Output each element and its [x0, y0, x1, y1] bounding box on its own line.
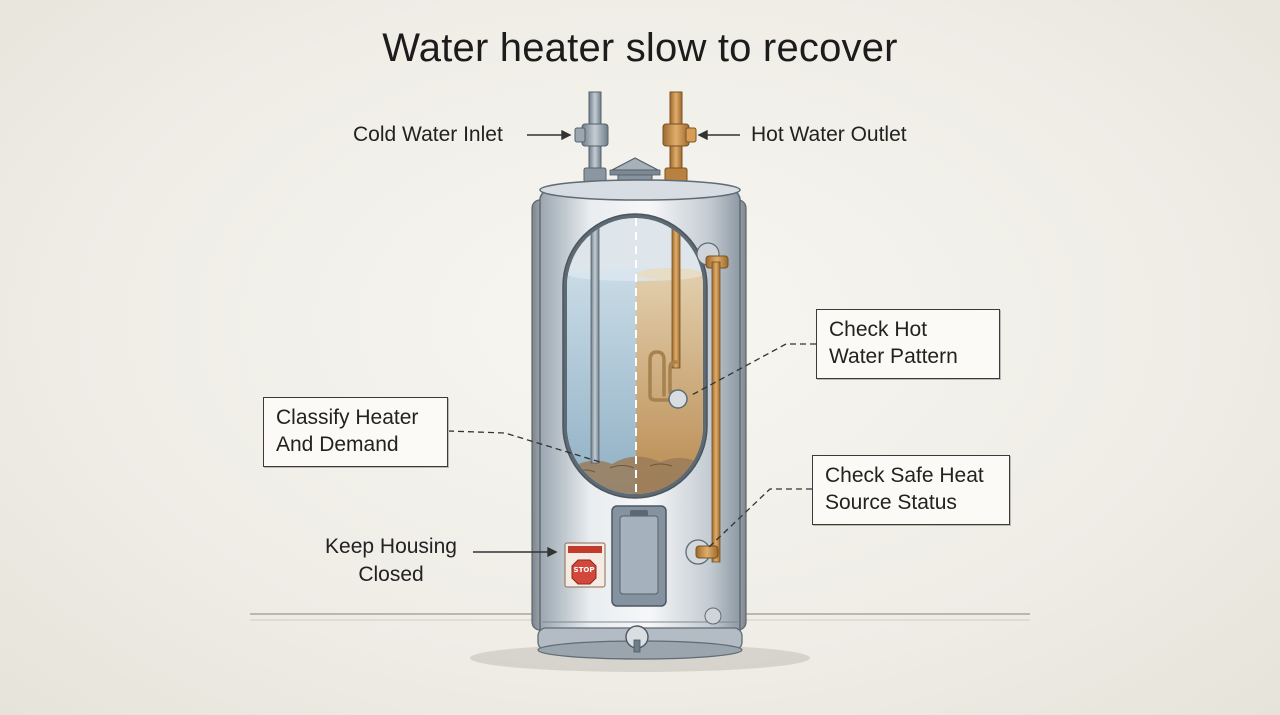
diagram-title: Water heater slow to recover [382, 26, 898, 70]
cold-inlet-label: Cold Water Inlet [353, 123, 503, 146]
hot-outlet-pipe [662, 91, 697, 189]
hot-outlet-arrow [697, 129, 740, 141]
warning-sticker [564, 542, 606, 588]
cold-inlet-pipe [574, 91, 609, 189]
access-panel [611, 505, 667, 607]
keep-housing-arrow [473, 546, 558, 558]
keep-housing-label: Keep Housing Closed [308, 533, 474, 589]
drain-valve [625, 625, 649, 653]
callout-classify-heater: Classify Heater And Demand [263, 397, 448, 467]
heating-element [648, 350, 680, 402]
cold-water-zone [567, 272, 636, 494]
cold-inlet-arrow [527, 129, 572, 141]
callout-check-safe-line1: Check Safe Heat [825, 464, 984, 487]
dip-tube [590, 218, 600, 464]
tank-cutaway [567, 218, 703, 494]
leader-check-safe [707, 488, 812, 549]
tp-relief-valve [696, 242, 729, 563]
callout-classify-line1: Classify Heater [276, 406, 419, 429]
callout-check-hot-water: Check Hot Water Pattern [816, 309, 1000, 379]
hot-outlet-label: Hot Water Outlet [751, 123, 907, 146]
warning-stop-text: STOP [573, 566, 595, 574]
callout-check-safe-heat: Check Safe Heat Source Status [812, 455, 1010, 525]
callout-classify-line2: And Demand [276, 433, 399, 456]
callout-check-hot-line2: Water Pattern [829, 345, 958, 368]
lower-element-port [685, 539, 719, 565]
keep-housing-line1: Keep Housing [325, 535, 457, 558]
leader-check-hot [689, 343, 816, 397]
callout-check-hot-line1: Check Hot [829, 318, 928, 341]
leader-classify [447, 430, 601, 463]
keep-housing-line2: Closed [358, 563, 424, 586]
callout-check-safe-line2: Source Status [825, 491, 957, 514]
tank-lid [539, 179, 741, 201]
